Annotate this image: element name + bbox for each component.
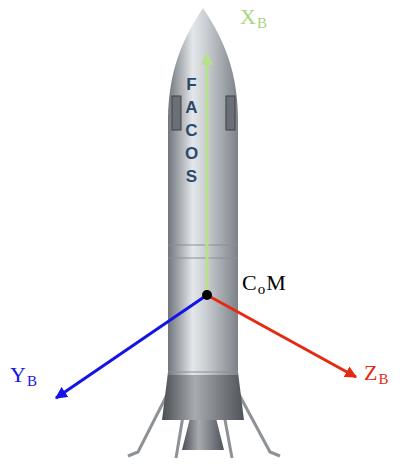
com-label: C: [242, 272, 257, 294]
y-axis-arrow: [56, 295, 207, 398]
axis-subscript: B: [378, 372, 388, 387]
engine-nozzle: [182, 418, 224, 450]
engine-skirt: [162, 372, 244, 420]
x-axis-arrow: [206, 54, 209, 295]
z-axis-arrow: [207, 295, 356, 377]
window-grid: [172, 96, 181, 130]
com-subscript: o: [258, 282, 266, 297]
rocket-body: [168, 115, 238, 375]
panel-line: [168, 372, 238, 373]
axis-label: Y: [10, 364, 26, 386]
axis-subscript: B: [257, 16, 267, 31]
rocket-lettering: FACOS: [183, 74, 200, 189]
center-of-mass-dot: [202, 290, 212, 300]
window-grid: [226, 96, 235, 130]
com-label: M: [266, 272, 286, 294]
axis-label: Z: [364, 362, 377, 384]
axis-label: X: [240, 6, 256, 28]
panel-line: [168, 245, 238, 246]
panel-lines: [168, 245, 238, 372]
panel-line: [168, 258, 238, 259]
axis-subscript: B: [27, 374, 37, 389]
